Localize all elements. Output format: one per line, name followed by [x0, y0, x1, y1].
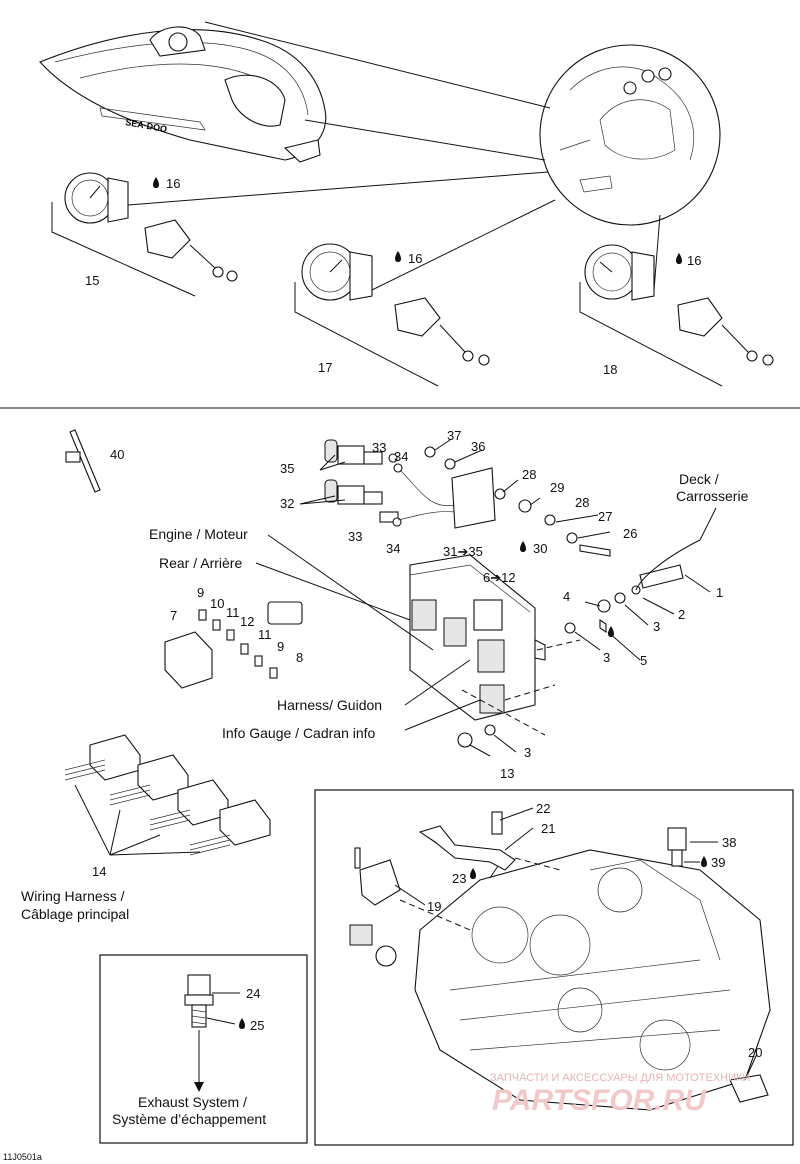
callout-4: 4 [563, 589, 570, 604]
oil-drop-icon [153, 177, 707, 1029]
callout-22: 22 [536, 801, 550, 816]
callout-1: 1 [716, 585, 723, 600]
text-labels: Deck / Carrosserie Engine / Moteur Rear … [21, 471, 749, 1127]
callout-12: 12 [240, 614, 254, 629]
ecm-hardware [457, 564, 684, 748]
callout-37: 37 [447, 428, 461, 443]
callout-3: 3 [653, 619, 660, 634]
engine-label: Engine / Moteur [149, 526, 248, 542]
callout-6-12: 6➔12 [483, 570, 516, 585]
callout-30: 30 [533, 541, 547, 556]
callout-21: 21 [541, 821, 555, 836]
callout-27: 27 [598, 509, 612, 524]
gauge-17 [294, 199, 556, 387]
zoom-detail-circle [204, 21, 721, 226]
callout-23: 23 [452, 871, 466, 886]
callout-25: 25 [250, 1018, 264, 1033]
boat-illustration: SEA·DOO [39, 26, 327, 163]
callout-3: 3 [524, 745, 531, 760]
callout-34: 34 [394, 449, 408, 464]
callout-16: 16 [408, 251, 422, 266]
callout-29: 29 [550, 480, 564, 495]
info-gauge-label: Info Gauge / Cadran info [222, 725, 376, 741]
callout-5: 5 [640, 653, 647, 668]
callout-13: 13 [500, 766, 514, 781]
middle-leader-lines [255, 439, 717, 757]
watermark: ЗАПЧАСТИ И АКСЕССУАРЫ ДЛЯ МОТОТЕХНИКИ PA… [490, 1072, 750, 1117]
connector-group [324, 439, 611, 557]
gauge-18 [579, 214, 774, 387]
callout-36: 36 [471, 439, 485, 454]
callout-11: 11 [226, 605, 240, 620]
engine-detail-frame [314, 789, 794, 1146]
watermark-text: ЗАПЧАСТИ И АКСЕССУАРЫ ДЛЯ МОТОТЕХНИКИ [490, 1072, 750, 1084]
cable-tie-40 [65, 429, 101, 493]
callout-26: 26 [623, 526, 637, 541]
wiring-harness-label: Wiring Harness / [21, 888, 125, 904]
callout-19: 19 [427, 899, 441, 914]
ecm-module [409, 554, 546, 721]
callout-11: 11 [258, 627, 272, 642]
callout-15: 15 [85, 273, 99, 288]
callout-31-35: 31➔35 [443, 544, 483, 559]
callout-32: 32 [280, 496, 294, 511]
gauge-15 [51, 171, 549, 297]
callout-9: 9 [277, 639, 284, 654]
callout-33: 33 [348, 529, 362, 544]
callout-2: 2 [678, 607, 685, 622]
harness-label: Harness/ Guidon [277, 697, 382, 713]
callout-20: 20 [748, 1045, 762, 1060]
deck-label: Carrosserie [676, 488, 749, 504]
exhaust-sensor-frame [99, 954, 308, 1144]
engine-illustration [414, 849, 771, 1111]
callout-28: 28 [522, 467, 536, 482]
exhaust-system-label: Exhaust System / [138, 1094, 247, 1110]
reference-code: 11J0501a [3, 1152, 42, 1162]
engine-sensors [349, 807, 758, 1081]
callout-7: 7 [170, 608, 177, 623]
callout-38: 38 [722, 835, 736, 850]
callout-18: 18 [603, 362, 617, 377]
callout-3: 3 [603, 650, 610, 665]
callout-17: 17 [318, 360, 332, 375]
callout-14: 14 [92, 864, 106, 879]
wiring-harness-label: Câblage principal [21, 906, 129, 922]
callout-39: 39 [711, 855, 725, 870]
wiring-harness-connectors-14 [64, 734, 271, 856]
callout-35: 35 [280, 461, 294, 476]
callout-28: 28 [575, 495, 589, 510]
callout-9: 9 [197, 585, 204, 600]
deck-label: Deck / [679, 471, 719, 487]
relay-and-fuses [164, 601, 303, 689]
callout-16: 16 [166, 176, 180, 191]
callout-numbers: 16 15 16 17 16 18 40 37 36 33 34 35 28 2… [85, 176, 762, 1060]
callout-10: 10 [210, 596, 224, 611]
watermark-logo: PARTSFOR.RU [492, 1084, 707, 1117]
callout-34: 34 [386, 541, 400, 556]
exhaust-temp-sensor [184, 974, 240, 1092]
callout-33: 33 [372, 440, 386, 455]
callout-40: 40 [110, 447, 124, 462]
callout-8: 8 [296, 650, 303, 665]
callout-24: 24 [246, 986, 260, 1001]
callout-16: 16 [687, 253, 701, 268]
exhaust-system-label: Système d’échappement [112, 1111, 266, 1127]
rear-label: Rear / Arrière [159, 555, 242, 571]
